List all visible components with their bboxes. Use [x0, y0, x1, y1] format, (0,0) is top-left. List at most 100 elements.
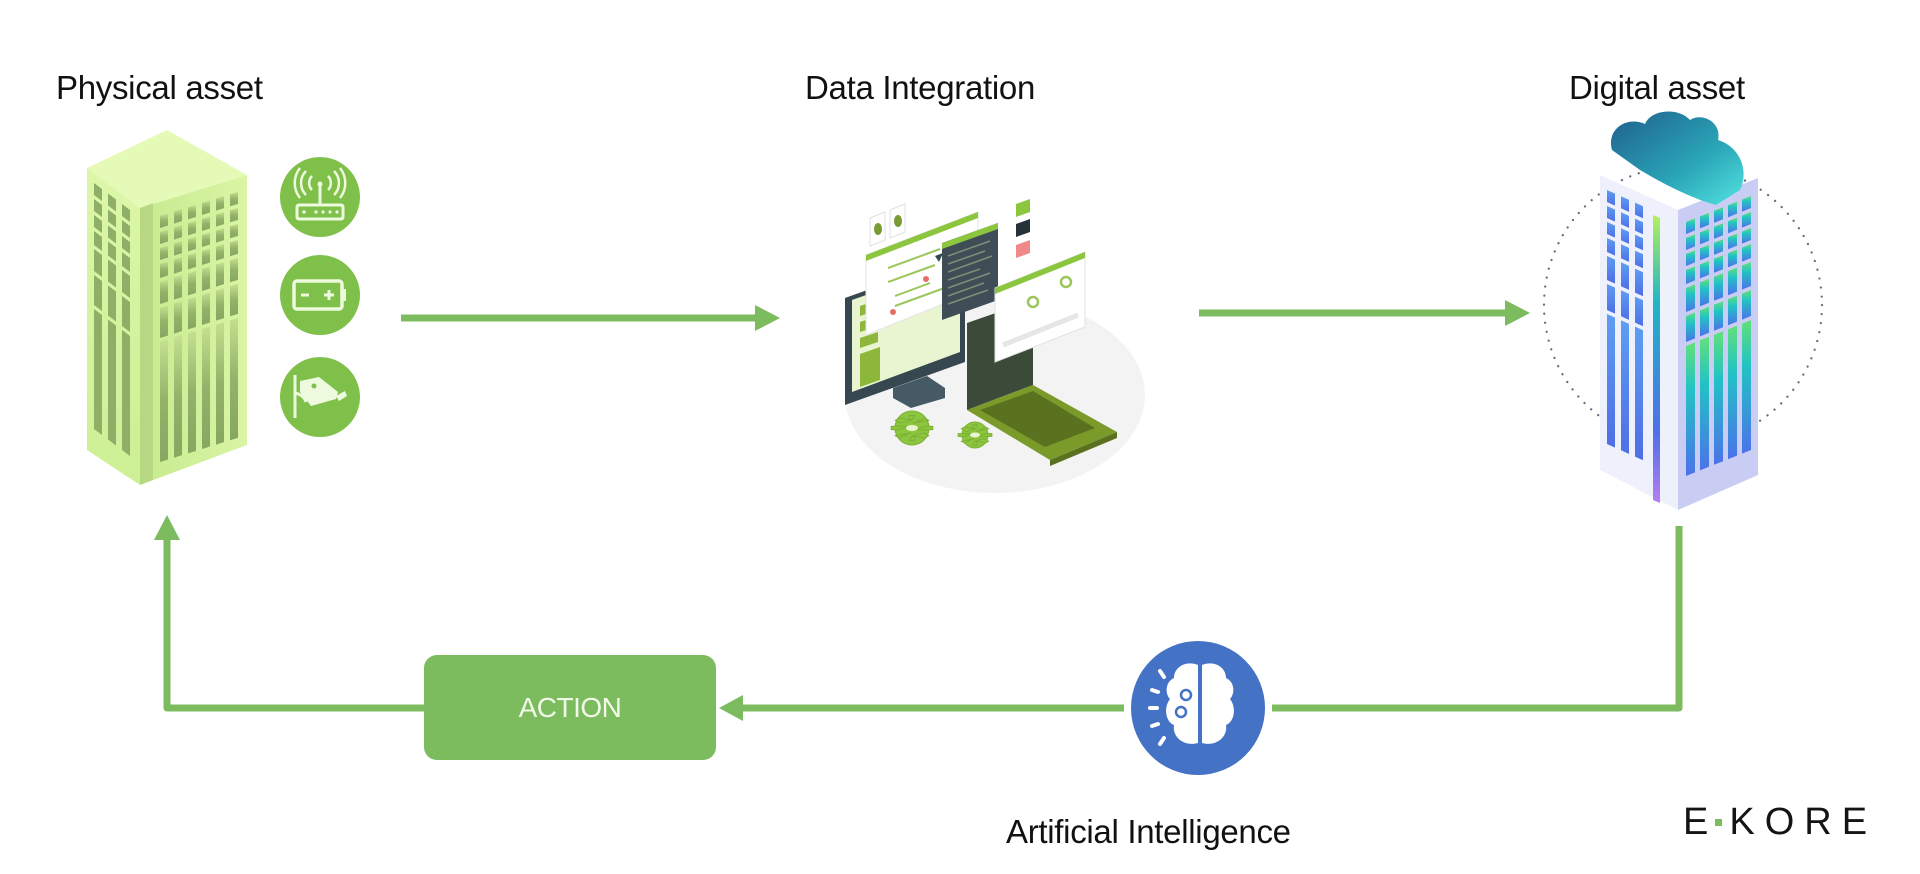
window [1700, 212, 1709, 229]
window [1686, 284, 1695, 312]
window [1635, 296, 1643, 327]
logo-dot-icon [1715, 818, 1723, 826]
window [202, 292, 210, 325]
window [122, 204, 130, 222]
window [1635, 268, 1643, 297]
router-sensor-icon [280, 157, 360, 237]
window [160, 245, 168, 260]
gear-tooth [893, 432, 912, 439]
window [216, 262, 224, 287]
window [1686, 250, 1695, 266]
window [188, 296, 196, 330]
window [1714, 207, 1723, 223]
window [1686, 234, 1695, 250]
window [1621, 262, 1629, 290]
window [1742, 244, 1751, 262]
arrow-integration-to-digital [1199, 300, 1530, 326]
digital-building-icon [1542, 111, 1824, 510]
gear-tooth [912, 432, 930, 439]
window [174, 225, 182, 240]
window [216, 196, 224, 211]
window [1607, 222, 1615, 238]
physical-building-icon [87, 130, 247, 485]
window [1621, 212, 1629, 228]
camera-sensor-icon [280, 357, 360, 437]
window [188, 270, 196, 296]
window [1686, 218, 1695, 234]
gear-tooth [894, 417, 912, 424]
window [1607, 238, 1615, 256]
window [94, 249, 102, 277]
window [230, 191, 238, 207]
window [1700, 244, 1709, 261]
window [1686, 342, 1695, 476]
logo-letters-kore: KORE [1729, 800, 1878, 843]
window [122, 330, 130, 456]
gear-tooth [960, 426, 975, 432]
window [202, 266, 210, 291]
window [1621, 290, 1629, 320]
window [174, 335, 182, 458]
window [230, 283, 238, 317]
window [94, 309, 102, 435]
window [160, 213, 168, 228]
window [94, 183, 102, 201]
window [122, 220, 130, 238]
window [1728, 201, 1737, 218]
ai-brain-icon [1131, 641, 1265, 775]
window [1728, 233, 1737, 250]
window [188, 236, 196, 252]
window [188, 330, 196, 454]
gear-tooth [908, 415, 916, 420]
window [94, 275, 102, 311]
gear-tooth [971, 440, 978, 446]
window [1742, 212, 1751, 228]
data-integration-title: Data Integration [805, 69, 1036, 106]
window [108, 209, 116, 228]
action-box: ACTION [424, 655, 716, 760]
window [188, 252, 196, 270]
ekore-logo: E KORE [1683, 801, 1877, 843]
window [122, 270, 130, 298]
window [1607, 314, 1615, 448]
artificial-intelligence-title: Artificial Intelligence [1006, 813, 1291, 850]
digital-asset-title: Digital asset [1569, 69, 1745, 106]
window [1635, 250, 1643, 269]
window [230, 317, 238, 441]
window [1635, 234, 1643, 251]
window [108, 319, 116, 446]
digital-building-left-windows [1607, 190, 1643, 461]
gear-tooth [975, 438, 990, 444]
gear-tooth [975, 426, 990, 432]
window [1742, 262, 1751, 290]
window [216, 244, 224, 261]
window [108, 259, 116, 288]
window [1621, 196, 1629, 212]
window [1714, 331, 1723, 465]
window [202, 216, 210, 231]
window [230, 257, 238, 283]
window [1728, 295, 1737, 326]
window [94, 199, 102, 217]
window [1700, 228, 1709, 245]
digital-building-right-windows [1686, 196, 1751, 476]
gear-tooth [972, 424, 979, 430]
battery-sensor-icon [280, 255, 360, 335]
window [1700, 336, 1709, 471]
window [230, 239, 238, 257]
window [108, 285, 116, 322]
window [1728, 325, 1737, 460]
window [160, 229, 168, 244]
window [202, 200, 210, 215]
window [160, 261, 168, 278]
window [1607, 206, 1615, 222]
cloud-icon [1610, 111, 1744, 205]
window [202, 248, 210, 265]
gear-tooth [960, 438, 975, 444]
window [160, 305, 168, 338]
gear-tooth [908, 436, 916, 441]
window [230, 207, 238, 223]
window [160, 339, 168, 462]
